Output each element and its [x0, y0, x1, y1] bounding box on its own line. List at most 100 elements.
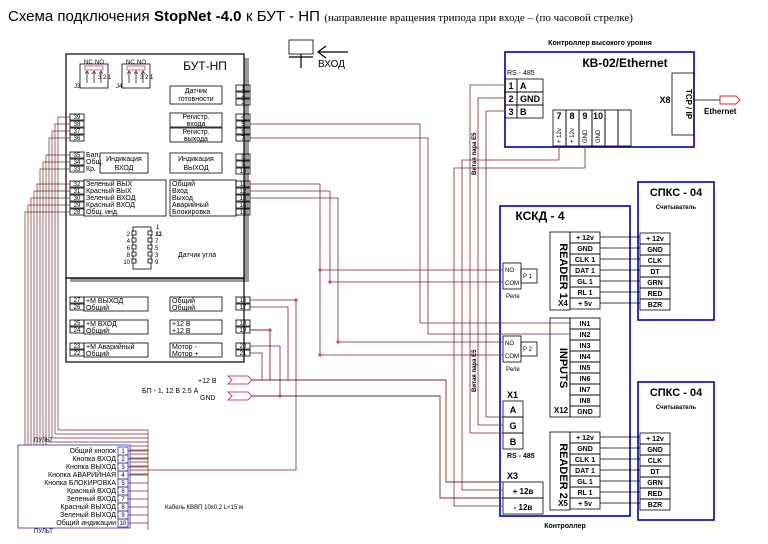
kb-rs485-sig: GND: [520, 94, 541, 104]
spks2-pin: + 12v: [646, 436, 664, 443]
but-right-terminal-num: 21: [240, 351, 247, 357]
lower-right-group: [169, 342, 223, 358]
but-left-terminal-num: 33: [74, 167, 81, 173]
remote-item: Общий кнопок: [69, 447, 116, 455]
connector-pin-arrow: [91, 70, 97, 75]
lower-left-group: [83, 342, 149, 358]
kb-term-label: GND: [596, 129, 602, 143]
title-note: (направление вращения трипода при входе …: [324, 12, 633, 24]
spks1-pin: BZR: [648, 302, 662, 309]
signals-box: [169, 179, 237, 217]
relay-p1-coil: [520, 268, 538, 284]
left-signals-box: [83, 179, 167, 217]
but-left-terminal-num: 29: [74, 203, 81, 209]
but-right-terminal-num: 10: [240, 169, 247, 175]
reg-in-box: [169, 112, 223, 128]
angle-pin-left: 6: [127, 246, 131, 252]
but-left-to-remote: [48, 137, 148, 443]
kb-term-num: 10: [593, 111, 603, 121]
wire-junction: [294, 298, 298, 302]
angle-pin-pad: [147, 237, 153, 243]
reg-out-label-2: выхода: [184, 136, 208, 143]
lower-right-group: [169, 296, 223, 312]
remote-item: Кнопка БЛОКИРОВКА: [44, 480, 116, 487]
left-function-label: Зеленый ВХОД: [86, 194, 136, 202]
kb-term-num: 9: [582, 111, 587, 121]
connector-j4-pins: 3 2 1: [140, 75, 154, 81]
kb-rs485-num: 1: [508, 81, 513, 91]
lower-right-label-f20: Мотор -: [172, 344, 198, 351]
but-left-terminal-num: 27: [74, 298, 81, 304]
but-right-terminal-num: 13: [240, 196, 247, 202]
ethernet-label: Ethernet: [704, 107, 737, 116]
psu-plus-label: +12 В: [198, 378, 217, 385]
rs485-b-wire: [485, 110, 505, 418]
connector-pin-arrow: [133, 70, 139, 75]
remote-num: 3: [121, 465, 125, 471]
turnstile-box: [288, 39, 314, 55]
title-model: StopNet -4.0: [154, 8, 242, 25]
left-label-kr: Кр.: [86, 166, 96, 173]
connector-pin-arrow: [98, 70, 104, 75]
kb-term-num: 8: [569, 111, 574, 121]
angle-pin-right: 3: [155, 253, 159, 259]
wire-junction: [318, 353, 322, 357]
but-in-to-p1: [250, 190, 503, 283]
spks2-pin-cell: [639, 498, 671, 511]
remote-item: Кнопка ВЫХОД: [66, 464, 116, 471]
relay-no: NO: [505, 268, 514, 274]
but-left-terminal-num: 25: [74, 321, 81, 327]
kskd-x1: X1: [507, 390, 518, 400]
angle-pin-extra: 1: [156, 225, 160, 231]
title-middle: к БУТ - НП: [245, 8, 320, 25]
but-right-terminal-num: 9: [241, 162, 245, 168]
kb-rs485-num: 3: [508, 107, 513, 117]
kskd-title: КСКД - 4: [515, 209, 564, 223]
remote-item: Кнопка ВХОД: [72, 456, 116, 463]
angle-pin-pad: [147, 258, 153, 264]
kb-rs485-sig: A: [520, 81, 527, 91]
inputs-label: INPUTS: [557, 348, 569, 388]
input-pin: IN6: [580, 376, 591, 383]
left-label-obsch: Общ.: [86, 158, 103, 166]
kskd-rs485-cell: [502, 432, 524, 450]
but-right-terminal: [235, 160, 251, 168]
but-right-terminal: [235, 167, 251, 175]
remote-num: 6: [121, 489, 125, 495]
ind-in-box: [99, 152, 149, 174]
spks1-title: СПКС - 04: [650, 187, 703, 199]
connector-j4-no: NO: [137, 60, 146, 66]
left-function-label: Зеленый ВЫХ: [86, 180, 132, 188]
input-pin: IN7: [580, 387, 591, 394]
lower-left-label: Общий: [86, 327, 109, 335]
kskd-x3: X3: [507, 471, 518, 481]
reader1-label: READER 1: [557, 243, 569, 299]
spks2-subtitle: Считыватель: [656, 405, 697, 411]
but-left-terminal-num: 26: [74, 305, 81, 311]
kb-term-label: + 12v: [557, 128, 563, 143]
kb-header: Контроллер высокого уровня: [548, 40, 652, 47]
but-left-terminal-num: 34: [74, 160, 81, 166]
remote-num: 9: [121, 513, 125, 519]
reader1-pin: DAT 1: [575, 268, 595, 275]
angle-pin-left: 4: [127, 239, 131, 245]
angle-pin-left: 8: [127, 253, 131, 259]
kskd-rs485: RS - 485: [507, 453, 535, 460]
input-cell: [569, 405, 601, 418]
kb-x8: X8: [659, 95, 670, 105]
but-right-terminal-num: 14: [240, 203, 247, 209]
but-right-terminal-num: 19: [240, 328, 247, 334]
psu-plus-to-kskd: [270, 379, 503, 483]
lower-right-label-f16: Общий: [172, 297, 195, 305]
psu-gnd-to-kskd: [252, 395, 503, 499]
kb-term-cell: [617, 109, 632, 147]
connector-j4-nc: NC: [126, 60, 135, 66]
lower-left-label: Общий: [86, 350, 109, 358]
kb-rs485: RS - 485: [507, 70, 535, 77]
left-function-label: Общ. инд.: [86, 208, 119, 216]
reader2-pin-cell: [569, 497, 601, 510]
reader2-label: READER 2: [557, 443, 569, 499]
sensor-ready-label-2: готовности: [178, 96, 213, 103]
but-right-terminal: [235, 113, 251, 121]
input-pin: IN1: [580, 321, 591, 328]
